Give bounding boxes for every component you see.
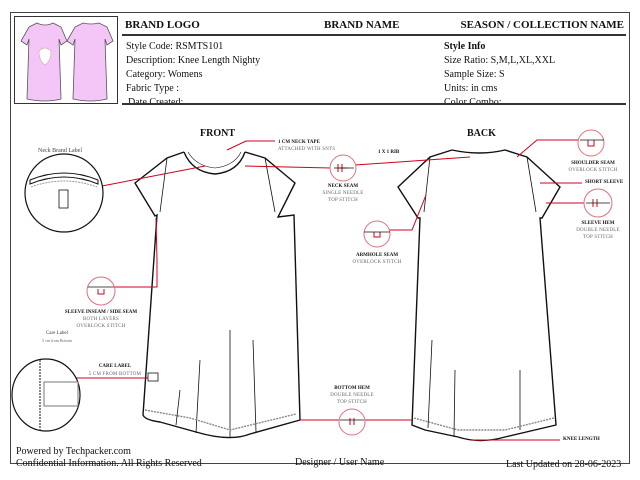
care-label-callout: CARE LABEL 5 CM FROM BOTTOM <box>88 364 142 377</box>
powered-by: Powered by Techpacker.com <box>16 446 131 457</box>
neck-seam-callout: NECK SEAM SINGLE NEEDLE TOP STITCH <box>322 184 364 203</box>
designer-name: Designer / User Name <box>295 457 385 468</box>
confidential-notice: Confidential Information. All Rights Res… <box>16 458 202 469</box>
style-info-title: Style Info <box>444 41 486 52</box>
care-label-note: Care Label 5 cm from Bottom <box>42 331 72 343</box>
neck-brand-label-caption: Neck Brand Label <box>38 148 82 154</box>
brand-logo: BRAND LOGO <box>125 19 200 31</box>
color-combo: Color Combo: <box>444 96 555 110</box>
style-code: Style Code: RSMTS101 <box>126 41 224 52</box>
style-details: Style Code: RSMTS101 Description: Knee L… <box>126 40 260 110</box>
bottom-hem-callout: BOTTOM HEM DOUBLE NEEDLE TOP STITCH <box>330 386 374 405</box>
style-info: Style Info Size Ratio: S,M,L,XL,XXL Samp… <box>444 40 555 110</box>
shoulder-seam-detail <box>577 129 605 157</box>
header-divider <box>122 34 626 36</box>
category: Category: Womens <box>126 69 203 80</box>
header-divider-bottom <box>122 103 626 105</box>
sleeve-inseam-detail <box>86 276 116 306</box>
last-updated: Last Updated on 28-06-2023 <box>506 459 622 470</box>
knee-length-callout: KNEE LENGTH <box>563 437 600 442</box>
front-view-title: FRONT <box>200 128 235 139</box>
garment-thumbnail <box>14 16 118 104</box>
season-name: SEASON / COLLECTION NAME <box>460 19 624 31</box>
units: Units: in cms <box>444 83 498 94</box>
date-created: Date Created: <box>126 96 260 110</box>
brand-name: BRAND NAME <box>324 19 400 31</box>
armhole-seam-callout: ARMHOLE SEAM OVERLOCK STITCH <box>352 253 402 265</box>
front-garment <box>134 151 301 439</box>
neck-tape-callout: 1 CM NECK TAPE ATTACHED WITH SNTS <box>278 140 336 152</box>
rib-callout: 1 X 1 RIB <box>378 150 400 155</box>
back-view-title: BACK <box>467 128 496 139</box>
sleeve-inseam-callout: SLEEVE INSEAM / SIDE SEAM BOTH LAYERS OV… <box>64 310 138 329</box>
sample-size: Sample Size: S <box>444 69 505 80</box>
care-label-circle <box>11 358 81 432</box>
shoulder-seam-callout: SHOULDER SEAM OVERLOCK STITCH <box>568 161 618 173</box>
size-ratio: Size Ratio: S,M,L,XL,XXL <box>444 55 556 66</box>
page-frame <box>10 12 630 464</box>
short-sleeve-callout: SHORT SLEEVE <box>585 180 624 185</box>
armhole-seam-detail <box>363 220 391 248</box>
fabric-type: Fabric Type : <box>126 83 179 94</box>
care-label-marker <box>147 372 159 382</box>
sleeve-hem-callout: SLEEVE HEM DOUBLE NEEDLE TOP STITCH <box>576 221 620 240</box>
callout-lines <box>76 139 586 441</box>
neck-brand-label-circle <box>24 153 104 233</box>
back-garment <box>397 149 561 442</box>
description: Description: Knee Length Nighty <box>126 55 261 66</box>
bottom-hem-detail <box>338 408 366 436</box>
